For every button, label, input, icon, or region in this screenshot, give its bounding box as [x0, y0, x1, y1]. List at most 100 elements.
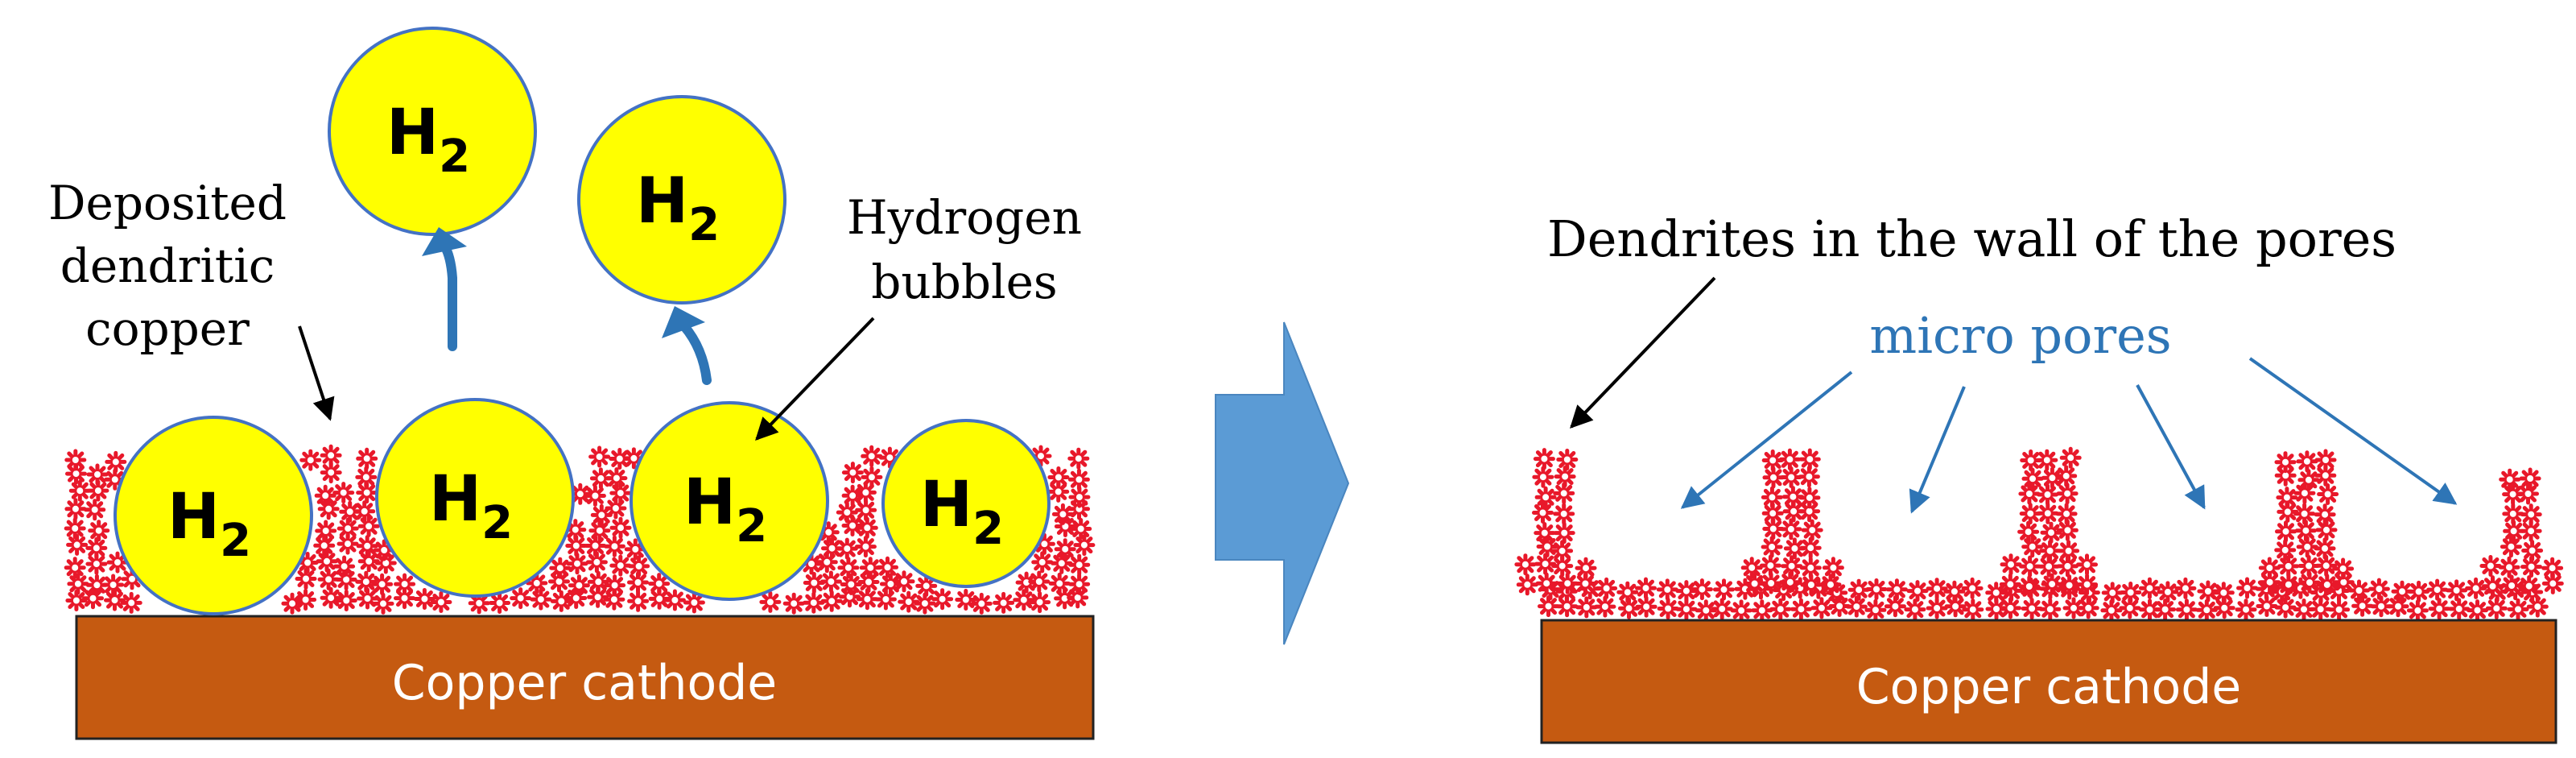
dendrite-particle [1782, 520, 1800, 538]
dendrite-particle [1762, 574, 1780, 592]
label-micro-pores-group: micro pores [1680, 306, 2458, 514]
dendrite-particle [2062, 449, 2079, 466]
dendrite-particle [2330, 601, 2348, 619]
dendrite-particle [2318, 557, 2335, 574]
dendrite-particle [322, 464, 340, 482]
dendrite-particle [2021, 505, 2039, 523]
dendrite-particle [1715, 581, 1733, 599]
dendrite-particle [1850, 581, 1868, 599]
dendrite-particle [316, 487, 334, 504]
label-dendrites-text: Dendrites in the wall of the pores [1547, 209, 2396, 268]
micro-pore-arrow-3 [2136, 384, 2206, 510]
dendrite-particle [1888, 581, 1905, 599]
dendrite-particle [995, 594, 1013, 611]
left-cathode-bar [75, 615, 1095, 740]
dendrite-particle [2520, 485, 2537, 503]
dendrite-particle [916, 594, 934, 612]
dendrite-particle [105, 576, 122, 594]
dendrite-particle [1782, 469, 1800, 487]
dendrite-particle [591, 448, 609, 466]
dendrite-particle [2159, 583, 2177, 601]
dendrite-particle [2002, 556, 2020, 574]
bubble-circle [114, 416, 313, 615]
dendrite-particle [2430, 600, 2448, 618]
dendrite-particle [1678, 600, 1695, 618]
dendrite-particle [320, 570, 337, 588]
dendrite-particle [2001, 575, 2019, 593]
dendrite-particle [322, 446, 340, 464]
dendrite-particle [605, 537, 623, 555]
dendrite-particle [2503, 577, 2520, 594]
dendrite-particle [2239, 579, 2256, 597]
dendrite-particle [2039, 504, 2057, 522]
dendrite-particle [2469, 602, 2487, 619]
dendrite-particle [1535, 450, 1553, 468]
dendrite-particle [532, 590, 550, 608]
right-dendrite-layer [1517, 449, 2562, 619]
dendrite-particle [1801, 489, 1818, 507]
rise-arrow-1-head [422, 227, 467, 256]
rise-arrow-2 [679, 321, 712, 385]
dendrite-particle [358, 449, 376, 467]
dendrite-particle [2058, 467, 2075, 485]
micro-pore-arrow-4 [2248, 357, 2458, 505]
dendrite-particle [2334, 560, 2352, 578]
dendrite-particle [1928, 580, 1946, 598]
dendrite-particle [1831, 598, 1848, 615]
dendrite-particle [2509, 600, 2527, 618]
dendrite-particle [2024, 538, 2041, 556]
dendrite-particle [1867, 601, 1885, 619]
dendrite-particle [612, 519, 630, 536]
dendrite-particle [1637, 598, 1655, 615]
dendrite-particle [1802, 539, 1819, 557]
dendrite-particle [2316, 506, 2334, 524]
dendrite-particle [1765, 469, 1782, 487]
dendrite-particle [1030, 573, 1048, 590]
dendrite-particle [1056, 541, 1074, 558]
dendrite-particle [2023, 600, 2041, 618]
dendrite-particle [586, 487, 604, 505]
dendrite-particle [2520, 578, 2538, 595]
dendrite-particle [2300, 557, 2318, 575]
dendrite-particle [805, 574, 823, 592]
dendrite-particle [2500, 558, 2518, 576]
label-hydrogen-line-2: bubbles [871, 255, 1057, 309]
surface-bubble-1: H2 [114, 416, 313, 615]
dendrite-particle [2198, 601, 2215, 619]
rise-arrows [422, 227, 712, 385]
label-hydrogen-line-1: Hydrogen [847, 190, 1082, 245]
dendrite-particle [1964, 601, 1982, 619]
dendrite-particle [2237, 601, 2255, 619]
dendrite-particle [934, 590, 952, 608]
dendrite-particle [1072, 520, 1090, 538]
dendrite-particle [1658, 581, 1676, 599]
dendrite-particle [2024, 470, 2041, 487]
dendrite-particle [822, 573, 840, 590]
dendrite-particle [1928, 599, 1946, 617]
dendrite-particle [552, 592, 570, 610]
dendrite-particle [2298, 453, 2316, 470]
dendrite-particle [2280, 576, 2297, 594]
label-deposited-line-3: copper [85, 301, 250, 356]
dendrite-particle [2409, 602, 2426, 619]
dendrite-particle [1053, 554, 1071, 572]
dendrite-particle [612, 557, 630, 574]
dendrite-particle [66, 520, 84, 537]
dendrite-particle [122, 594, 140, 611]
dendrite-particle [1558, 574, 1576, 592]
dendrite-particle [2316, 540, 2334, 557]
pointer-arrow-dendrites [1570, 276, 1716, 429]
dendrite-particle [1050, 469, 1067, 487]
dendrite-particle [1743, 559, 1761, 577]
dendrite-particle [823, 592, 840, 610]
dendrite-particle [2429, 581, 2446, 599]
dendrite-particle [630, 592, 647, 610]
micro-pore-arrow-1 [1680, 371, 1853, 509]
dendrite-particle [1071, 488, 1088, 506]
dendrite-particle [785, 594, 803, 612]
dendrite-particle [2058, 485, 2076, 503]
dendrite-particle [861, 559, 879, 577]
bubble-label-h2: H2 [429, 463, 513, 549]
dendrite-particle [415, 590, 433, 608]
